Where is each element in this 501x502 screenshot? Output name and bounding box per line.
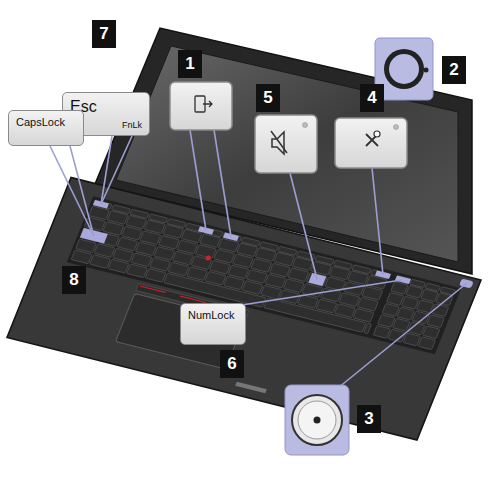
leader-line (242, 280, 403, 305)
key (391, 282, 408, 295)
logo-mark (235, 382, 267, 394)
key (145, 269, 166, 283)
leader-line (214, 130, 231, 237)
callout-number: 5 (256, 84, 280, 112)
leader-line (190, 130, 206, 231)
callout-number: 4 (360, 84, 384, 112)
callout-number: 3 (357, 405, 381, 433)
key (406, 285, 423, 298)
callout-number: 7 (92, 20, 116, 48)
leader-line (101, 136, 132, 204)
key (386, 293, 403, 306)
key (418, 337, 435, 350)
key (382, 304, 399, 317)
callout-number: 8 (62, 266, 86, 294)
key-label: NumLock (188, 309, 234, 321)
button-stripe (180, 296, 206, 303)
leader-line (70, 146, 94, 236)
key (108, 259, 129, 273)
callout-number: 6 (220, 350, 244, 378)
key (393, 318, 410, 331)
key (71, 250, 92, 264)
leader-line (50, 146, 94, 236)
leader-line (338, 284, 466, 389)
trackpoint (205, 255, 212, 261)
zoom-icons (170, 38, 433, 455)
key (364, 323, 372, 334)
key (397, 307, 414, 320)
key (416, 300, 433, 313)
key (427, 315, 444, 328)
key-zoom: NumLock (180, 303, 246, 345)
leader-line (372, 168, 383, 275)
callout-number: 1 (178, 50, 202, 78)
leader-line (290, 173, 317, 280)
key (378, 315, 395, 328)
button-stripe (140, 286, 166, 293)
key (373, 326, 390, 339)
key (90, 255, 111, 269)
callout-number: 2 (442, 56, 466, 84)
key (401, 296, 418, 309)
key (127, 264, 148, 278)
key (436, 293, 453, 306)
key-sublabel: FnLk (122, 120, 142, 130)
key (412, 311, 429, 324)
key-label: CapsLock (16, 116, 65, 128)
key (264, 298, 366, 332)
key (421, 289, 438, 302)
laptop-base (7, 178, 481, 441)
key (423, 326, 440, 339)
key (403, 333, 420, 346)
key-zoom: CapsLock (8, 110, 84, 146)
base-deck (7, 178, 481, 441)
